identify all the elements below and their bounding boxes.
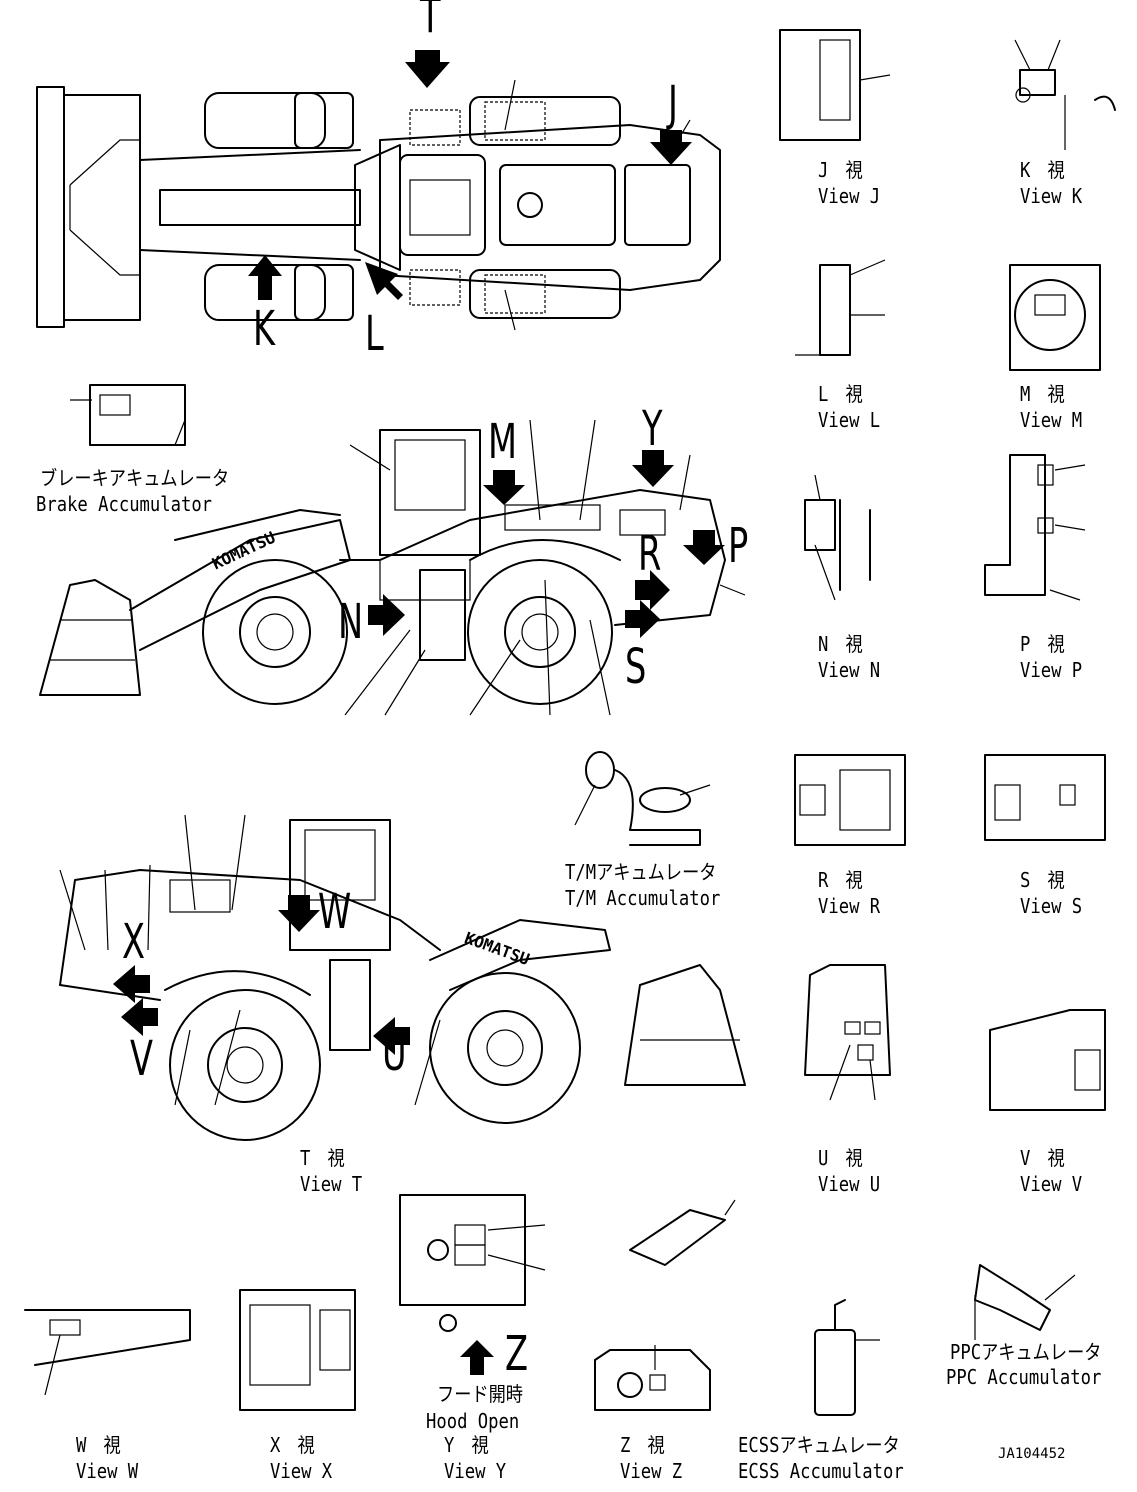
side-view-1 xyxy=(39,419,746,716)
view-p-en: View P xyxy=(1020,658,1083,682)
arrow-letter-Z: Z xyxy=(505,1326,529,1382)
view-x-en: View X xyxy=(270,1459,333,1483)
tm-accumulator-label-en: T/M Accumulator xyxy=(565,886,721,910)
arrow-V-left xyxy=(121,998,158,1036)
ecss-accumulator-label-en: ECSS Accumulator xyxy=(738,1459,904,1483)
arrow-Y-down xyxy=(632,450,674,487)
view-p-jp: P 視 xyxy=(1020,632,1065,656)
view-s-en: View S xyxy=(1020,894,1083,918)
arrow-N-right xyxy=(368,594,405,636)
top-view-arrows xyxy=(248,50,692,300)
hood-open-label-jp: フード開時 xyxy=(437,1382,523,1406)
arrow-X-left xyxy=(113,965,150,1003)
view-l-en: View L xyxy=(818,408,881,432)
arrow-P-down xyxy=(683,530,725,565)
view-r-jp: R 視 xyxy=(818,868,863,892)
arrow-M-down xyxy=(483,470,525,505)
arrow-letter-X: X xyxy=(122,914,146,970)
arrow-Z-up xyxy=(460,1340,494,1375)
view-z-en: View Z xyxy=(620,1459,683,1483)
arrow-letter-M: M xyxy=(488,414,517,470)
view-y-en: View Y xyxy=(444,1459,507,1483)
view-u-en: View U xyxy=(818,1172,881,1196)
view-t-en: View T xyxy=(300,1172,363,1196)
arrow-letter-P: P xyxy=(728,518,749,574)
ecss-accumulator-label-jp: ECSSアキュムレータ xyxy=(738,1433,900,1457)
view-l-jp: L 視 xyxy=(818,382,863,406)
ppc-accumulator-label-jp: PPCアキュムレータ xyxy=(950,1340,1102,1364)
arrow-letter-Y: Y xyxy=(642,401,663,457)
arrow-letter-J: J xyxy=(668,76,678,132)
view-s-jp: S 視 xyxy=(1020,868,1065,892)
view-y-jp: Y 視 xyxy=(444,1433,489,1457)
view-sketches xyxy=(24,29,1116,1416)
view-m-jp: M 視 xyxy=(1020,382,1065,406)
arrow-W-down xyxy=(278,895,320,932)
hood-open-label-en: Hood Open xyxy=(426,1409,520,1433)
view-n-jp: N 視 xyxy=(818,632,863,656)
brake-accumulator-detail xyxy=(70,384,186,446)
view-j-jp: J 視 xyxy=(818,158,863,182)
arrow-letter-T: T xyxy=(420,0,441,44)
view-r-en: View R xyxy=(818,894,881,918)
arrow-J-down xyxy=(650,130,692,165)
arrow-U-left xyxy=(373,1017,410,1055)
view-n-en: View N xyxy=(818,658,881,682)
drawing-code: JA104452 xyxy=(998,1446,1066,1462)
arrow-S-right xyxy=(625,600,660,638)
arrow-R-right xyxy=(635,570,670,610)
arrow-letter-U: U xyxy=(382,1026,407,1082)
arrow-letter-S: S xyxy=(625,639,647,695)
ppc-accumulator-label-en: PPC Accumulator xyxy=(946,1365,1102,1389)
arrow-letter-R: R xyxy=(638,526,662,582)
view-u-jp: U 視 xyxy=(818,1146,863,1170)
arrow-T-down xyxy=(405,50,450,88)
arrow-letter-L: L xyxy=(365,306,384,362)
view-z-jp: Z 視 xyxy=(620,1433,665,1457)
view-m-en: View M xyxy=(1020,408,1083,432)
side-view-1-arrows xyxy=(368,450,725,638)
arrow-letter-K: K xyxy=(253,301,276,357)
view-w-jp: W 視 xyxy=(76,1433,121,1457)
top-view-loader xyxy=(36,79,721,331)
side-view-2 xyxy=(59,814,746,1141)
view-k-en: View K xyxy=(1020,184,1083,208)
view-x-jp: X 視 xyxy=(270,1433,315,1457)
view-k-jp: K 視 xyxy=(1020,158,1065,182)
arrow-L-diag xyxy=(365,262,403,300)
view-t-jp: T 視 xyxy=(300,1146,345,1170)
tm-accumulator-label-jp: T/Mアキュムレータ xyxy=(565,860,717,884)
arrow-letter-W: W xyxy=(318,884,352,940)
brake-accumulator-label-en: Brake Accumulator xyxy=(36,492,213,516)
arrow-letter-N: N xyxy=(338,594,364,650)
view-j-en: View J xyxy=(818,184,881,208)
arrow-letter-V: V xyxy=(130,1031,153,1087)
view-v-en: View V xyxy=(1020,1172,1083,1196)
brake-accumulator-label-jp: ブレーキアキュムレータ xyxy=(40,466,230,490)
view-w-en: View W xyxy=(76,1459,139,1483)
side-view-2-arrows xyxy=(113,895,410,1055)
view-v-jp: V 視 xyxy=(1020,1146,1065,1170)
tm-accumulator-detail xyxy=(574,751,711,846)
arrow-K-up xyxy=(248,255,282,300)
